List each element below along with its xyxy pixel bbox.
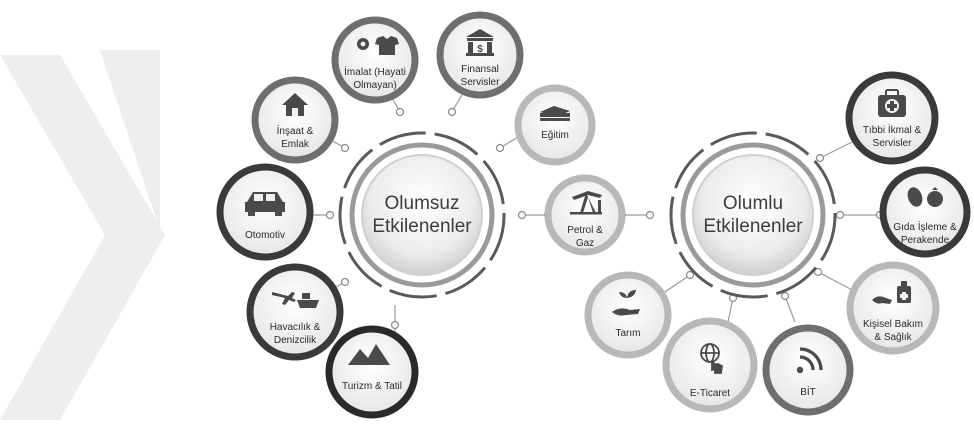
negative-hub-line1: Olumsuz: [385, 193, 460, 214]
negative-hub: Olumsuz Etkilenenler: [338, 131, 506, 299]
node-insaat-line1: İnşaat &: [277, 124, 314, 137]
bank-icon: $: [466, 29, 494, 56]
node-kisisel-line2: & Sağlık: [874, 332, 912, 343]
node-turizm-line1: Turizm & Tatil: [342, 381, 402, 392]
node-turizm: Turizm & Tatil: [325, 325, 419, 419]
oil-pump-icon: [570, 191, 602, 215]
plane-ship-icon: [272, 292, 319, 308]
node-imalat-line1: İmalat (Hayati: [344, 65, 406, 78]
medical-kit-icon: [878, 89, 906, 117]
node-tibbi-line2: Servisler: [873, 138, 913, 149]
house-icon: [282, 93, 308, 116]
positive-hub-line2: Etkilenenler: [703, 216, 803, 237]
node-gida-line1: Gıda İşleme &: [893, 220, 957, 233]
node-finansal-line1: Finansal: [461, 64, 499, 75]
node-egitim: Eğitim: [514, 84, 596, 166]
node-imalat: İmalat (Hayati Olmayan): [331, 16, 419, 104]
node-finansal: $ Finansal Servisler: [436, 11, 524, 99]
node-eticaret: E-Ticaret: [662, 317, 758, 413]
plant-hand-icon: [612, 290, 640, 316]
positive-hub: Olumlu Etkilenenler: [669, 131, 837, 299]
node-imalat-line2: Olmayan): [353, 80, 396, 91]
rss-wifi-icon: [796, 347, 823, 374]
node-havacilik: Havacılık & Denizcilik: [246, 263, 344, 361]
node-otomotiv: Otomotiv: [216, 163, 314, 261]
node-insaat: İnşaat & Emlak: [251, 76, 339, 164]
node-havacilik-line2: Denizcilik: [274, 335, 317, 346]
books-icon: [540, 106, 570, 121]
watermark-chevron: [0, 55, 165, 420]
node-otomotiv-line1: Otomotiv: [245, 230, 285, 241]
node-petrol-line1: Petrol &: [567, 225, 603, 236]
gear-shirt-icon: [357, 36, 399, 55]
node-finansal-line2: Servisler: [461, 77, 501, 88]
node-gida: Gıda İşleme & Perakende: [879, 166, 971, 258]
vegetables-icon: [907, 187, 943, 207]
node-egitim-line1: Eğitim: [541, 130, 569, 141]
mountains-icon: [348, 344, 390, 365]
node-tibbi: Tıbbi İkmal & Servisler: [845, 71, 939, 165]
node-gida-line2: Perakende: [901, 235, 950, 246]
negative-hub-line2: Etkilenenler: [372, 216, 472, 237]
node-petrol: Petrol & Gaz: [544, 174, 626, 256]
node-tarim-line1: Tarım: [616, 328, 641, 339]
node-insaat-line2: Emlak: [281, 139, 310, 150]
svg-text:$: $: [477, 44, 483, 55]
node-havacilik-line1: Havacılık &: [270, 322, 321, 333]
node-eticaret-line1: E-Ticaret: [690, 388, 730, 399]
positive-connectors: [622, 139, 880, 323]
node-bit-line1: BİT: [800, 385, 816, 398]
soap-hand-icon: [872, 281, 911, 304]
node-kisisel-line1: Kişisel Bakım: [863, 319, 923, 330]
node-bit: BİT: [762, 324, 854, 416]
watermark-chevron-fill: [100, 50, 160, 230]
node-petrol-line2: Gaz: [576, 238, 594, 249]
node-kisisel: Kişisel Bakım & Sağlık: [846, 261, 940, 355]
car-icon: [245, 192, 285, 216]
node-tarim: Tarım: [584, 271, 672, 359]
node-tibbi-line1: Tıbbi İkmal &: [863, 123, 922, 136]
globe-touch-icon: [700, 343, 723, 374]
positive-hub-line1: Olumlu: [723, 193, 783, 214]
